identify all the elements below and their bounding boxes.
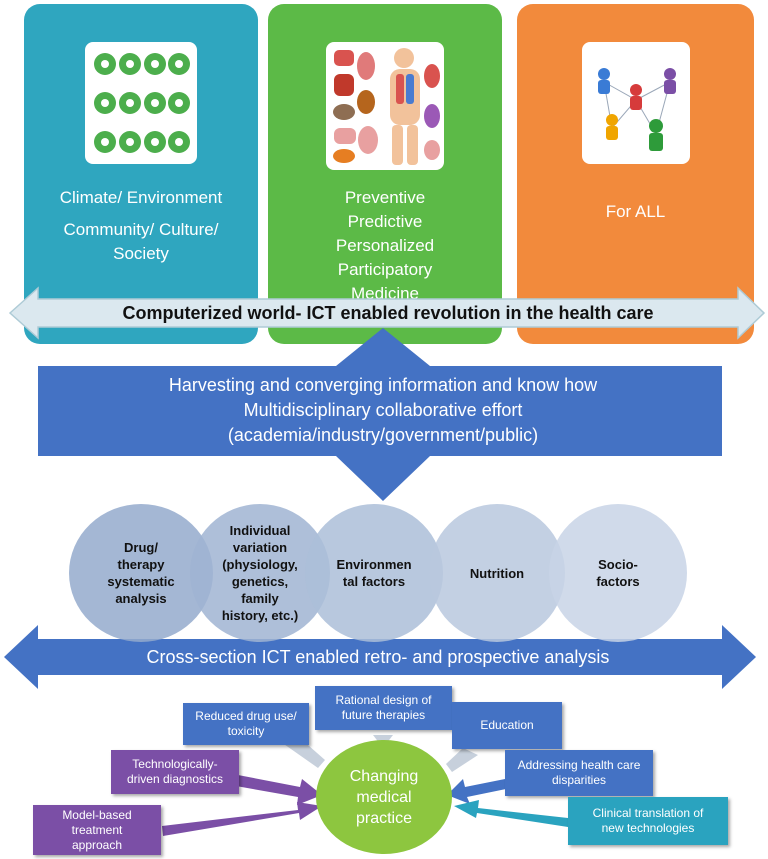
panel-for-all: For ALL (517, 4, 754, 344)
box-education: Education (452, 702, 562, 749)
box-line: Reduced drug use/ (195, 709, 297, 723)
people-network-svg (597, 68, 676, 151)
box-line: new technologies (601, 821, 695, 835)
circle-line: tal factors (342, 574, 406, 589)
panel-line: Participatory (337, 260, 433, 279)
panel-line: Climate/ Environment (59, 188, 223, 207)
box-health-disparities: Addressing health care disparities (505, 750, 653, 796)
changing-medical-practice: Changing medical practice (316, 740, 452, 854)
diamond-line: Harvesting and converging information an… (168, 375, 598, 395)
box-line: Clinical translation of (592, 806, 704, 820)
circle-line: Environmen (336, 557, 412, 572)
arrow-from-reduced-drug (281, 738, 325, 768)
circle-line: variation (232, 540, 288, 555)
circle-drug-therapy: Drug/ therapy systematic analysis (69, 504, 213, 642)
circle-line: therapy (117, 557, 165, 572)
center-line: Changing (349, 767, 419, 785)
circle-line: genetics, (231, 574, 289, 589)
arrow-from-clinical (454, 800, 568, 827)
human-anatomy-organs (326, 42, 444, 170)
circle-line: Nutrition (469, 565, 525, 581)
circle-line: history, etc.) (221, 608, 299, 623)
panel-line: Predictive (347, 212, 423, 231)
diamond-line: Multidisciplinary collaborative effort (243, 400, 523, 420)
box-line: Education (480, 718, 534, 732)
circle-line: Socio- (598, 557, 638, 572)
panel-medicine: Preventive Predictive Personalized Parti… (268, 4, 502, 344)
circle-nutrition: Nutrition (429, 504, 565, 642)
box-line: disparities (551, 773, 607, 787)
circle-environmental-factors: Environmen tal factors (305, 504, 443, 642)
top-double-arrow (8, 286, 766, 340)
nature-icons-grid (85, 42, 197, 164)
panel-for-all-text: For ALL (523, 200, 748, 224)
box-clinical-translation: Clinical translation of new technologies (568, 797, 728, 845)
panel-line: Community/ Culture/ (63, 220, 219, 239)
panel-environment: Climate/ Environment Community/ Culture/… (24, 4, 258, 344)
circle-line: systematic (107, 574, 175, 589)
panel-line: Preventive (344, 188, 426, 207)
people-network-icon (581, 42, 690, 164)
center-diamond (38, 328, 722, 501)
box-line: future therapies (341, 708, 426, 722)
arrow-from-model-based (162, 802, 322, 836)
arrow-from-disparities (447, 779, 506, 804)
box-technological-diagnostics: Technologically- driven diagnostics (111, 750, 239, 794)
arrow-from-education (446, 748, 478, 772)
panel-line: For ALL (605, 202, 666, 221)
circle-line: Drug/ (124, 540, 158, 555)
box-line: Addressing health care (517, 758, 641, 772)
arrow-from-diagnostics (236, 775, 322, 805)
panel-environment-text: Climate/ Environment Community/ Culture/… (30, 186, 252, 266)
circle-line: family (241, 591, 279, 606)
colored-arrows (162, 775, 568, 836)
center-line: practice (355, 809, 413, 827)
box-line: toxicity (227, 724, 265, 738)
anatomy-svg (333, 48, 440, 165)
box-line: driven diagnostics (126, 772, 224, 786)
bottom-double-arrow (4, 625, 756, 689)
box-line: Rational design of (335, 693, 432, 707)
center-diamond-text: Harvesting and converging information an… (40, 373, 726, 448)
box-line: approach (71, 837, 123, 852)
box-line: Model-based (62, 807, 132, 822)
panel-line: Personalized (335, 236, 435, 255)
box-line: Technologically- (132, 757, 218, 771)
circle-socio-factors: Socio- factors (549, 504, 687, 642)
circle-line: Individual (229, 523, 291, 538)
circle-line: factors (596, 574, 640, 589)
circle-line: (physiology, (222, 557, 298, 572)
top-arrow-label: Computerized world- ICT enabled revoluti… (122, 303, 654, 323)
circle-line: analysis (115, 591, 167, 606)
box-reduced-drug-use: Reduced drug use/ toxicity (183, 703, 309, 745)
box-rational-design: Rational design of future therapies (315, 686, 452, 730)
box-model-based-treatment: Model-based treatment approach (33, 805, 161, 855)
center-line: medical (356, 788, 412, 806)
diamond-line: (academia/industry/government/public) (227, 425, 539, 445)
bottom-arrow-label: Cross-section ICT enabled retro- and pro… (146, 647, 610, 667)
box-line: treatment (71, 822, 123, 837)
nature-icons-svg (94, 53, 190, 153)
panel-line: Society (113, 244, 169, 263)
